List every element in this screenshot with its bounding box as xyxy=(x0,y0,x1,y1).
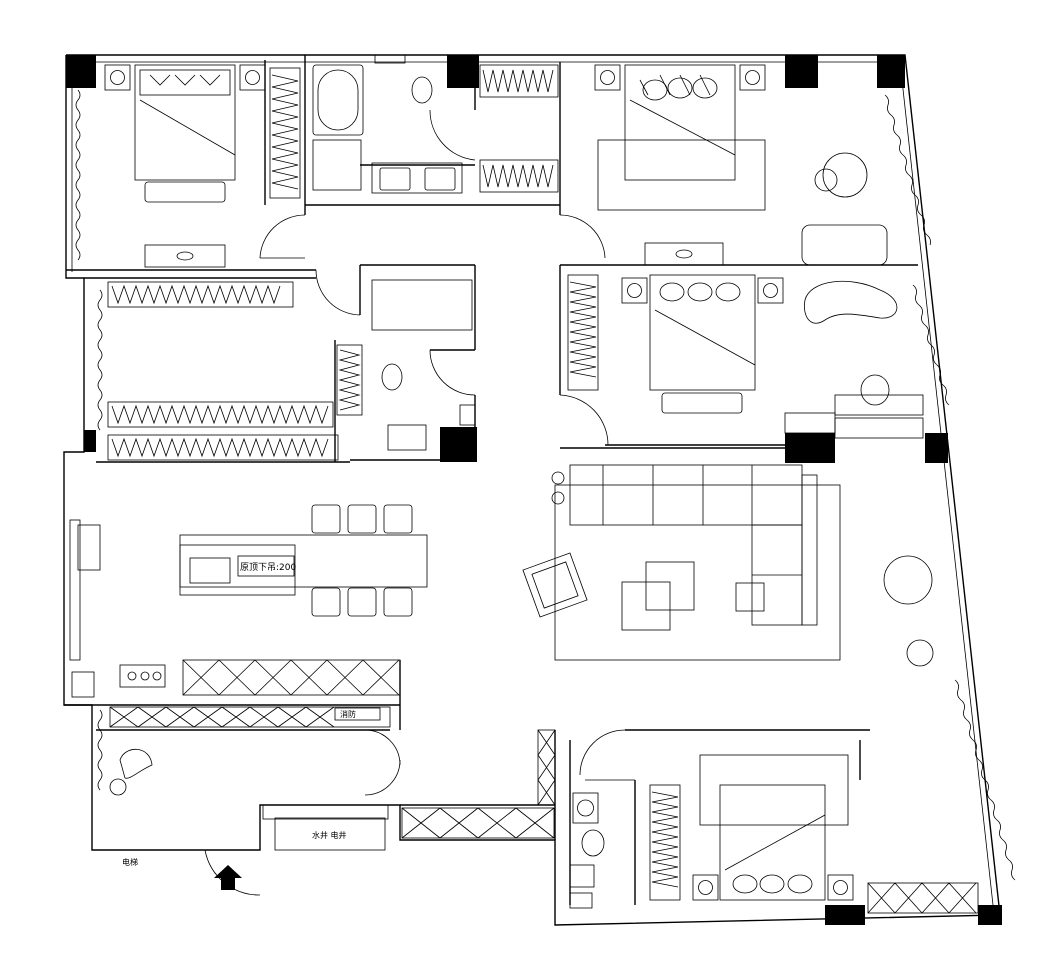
living-room xyxy=(522,464,934,667)
structural-columns xyxy=(66,55,1002,925)
bathroom-top xyxy=(312,64,463,194)
shaft-label: 水井 电井 xyxy=(312,830,347,840)
interior-walls xyxy=(64,55,918,905)
elevator-label: 电梯 xyxy=(122,857,138,867)
corridor-cabinets xyxy=(401,729,556,839)
column xyxy=(925,433,948,463)
bed-se xyxy=(569,754,979,914)
column xyxy=(440,427,477,462)
entry: 电梯 水井 电井 xyxy=(109,748,389,890)
kitchen: 原顶下吊:200 消防 xyxy=(71,504,428,728)
column xyxy=(785,433,835,463)
curtains xyxy=(69,54,1016,881)
closet-top xyxy=(479,64,559,193)
column xyxy=(447,55,479,88)
column xyxy=(978,905,1002,925)
wardrobe-nw xyxy=(269,67,301,199)
bed-ne xyxy=(594,64,888,266)
column xyxy=(877,55,905,88)
bed-nw xyxy=(104,64,266,268)
walkin-closet xyxy=(107,281,363,461)
column xyxy=(785,55,818,88)
column xyxy=(66,55,96,88)
column xyxy=(84,430,96,452)
fire-cabinet-label: 消防 xyxy=(340,709,356,719)
bed-mid xyxy=(567,274,924,439)
doors xyxy=(204,109,635,896)
bath-center xyxy=(371,279,476,451)
entry-arrow-icon xyxy=(214,865,242,890)
exterior-walls xyxy=(63,54,1001,926)
ceiling-height-note: 原顶下吊:200 xyxy=(240,562,296,573)
column xyxy=(825,905,865,925)
